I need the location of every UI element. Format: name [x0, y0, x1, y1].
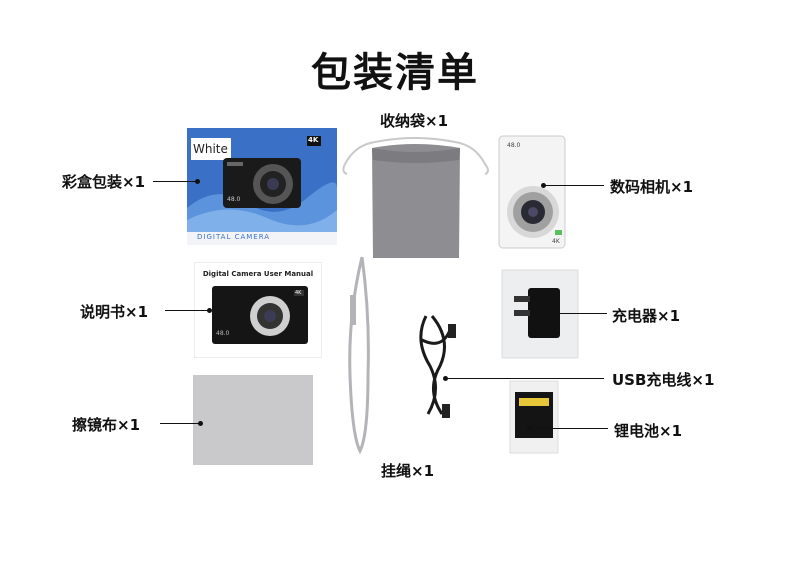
battery-leader-dot: [527, 426, 532, 431]
box-brand-text: DIGITAL CAMERA: [197, 233, 271, 241]
pouch-label: 收纳袋×1: [380, 112, 449, 130]
manual-mp-text: 48.0: [216, 330, 230, 337]
camera-leader-dot: [541, 183, 546, 188]
lanyard-image: [340, 255, 380, 455]
box-tag-text: White: [193, 142, 228, 156]
manual-leader-line: [165, 310, 209, 311]
cable-leader-line: [446, 378, 604, 379]
usb-cable-image: [412, 310, 468, 422]
digital-camera-image: 48.0 4K: [497, 134, 567, 250]
color-box-image: White 4K 48.0 DIGITAL CAMERA: [187, 128, 337, 245]
manual-label: 说明书×1: [80, 303, 149, 321]
cloth-label: 擦镜布×1: [72, 416, 141, 434]
cloth-leader-line: [160, 423, 200, 424]
manual-res-text: 4K: [295, 290, 302, 296]
page-title: 包装清单: [311, 50, 479, 96]
manual-title-text: Digital Camera User Manual: [202, 270, 314, 278]
battery-image: [509, 380, 559, 454]
charger-image: [500, 266, 580, 362]
color-box-label: 彩盒包装×1: [62, 173, 146, 191]
camera-mp-text: 48.0: [507, 142, 521, 149]
cleaning-cloth-image: [193, 375, 313, 465]
storage-pouch-image: [335, 130, 495, 262]
battery-leader-line: [530, 428, 608, 429]
charger-leader-line: [551, 313, 607, 314]
cable-label: USB充电线×1: [612, 371, 715, 389]
camera-res-text: 4K: [552, 238, 560, 245]
camera-label: 数码相机×1: [610, 178, 694, 196]
box-mp-text: 48.0: [227, 196, 241, 203]
color-box-leader-line: [153, 181, 197, 182]
box-res-badge: 4K: [308, 136, 319, 144]
charger-leader-dot: [548, 311, 553, 316]
charger-label: 充电器×1: [612, 307, 681, 325]
camera-leader-line: [544, 185, 604, 186]
manual-leader-dot: [207, 308, 212, 313]
battery-label: 锂电池×1: [614, 422, 683, 440]
user-manual-image: Digital Camera User Manual 48.0 4K: [194, 262, 322, 358]
cloth-leader-dot: [198, 421, 203, 426]
cable-leader-dot: [443, 376, 448, 381]
lanyard-label: 挂绳×1: [381, 462, 435, 480]
color-box-leader-dot: [195, 179, 200, 184]
